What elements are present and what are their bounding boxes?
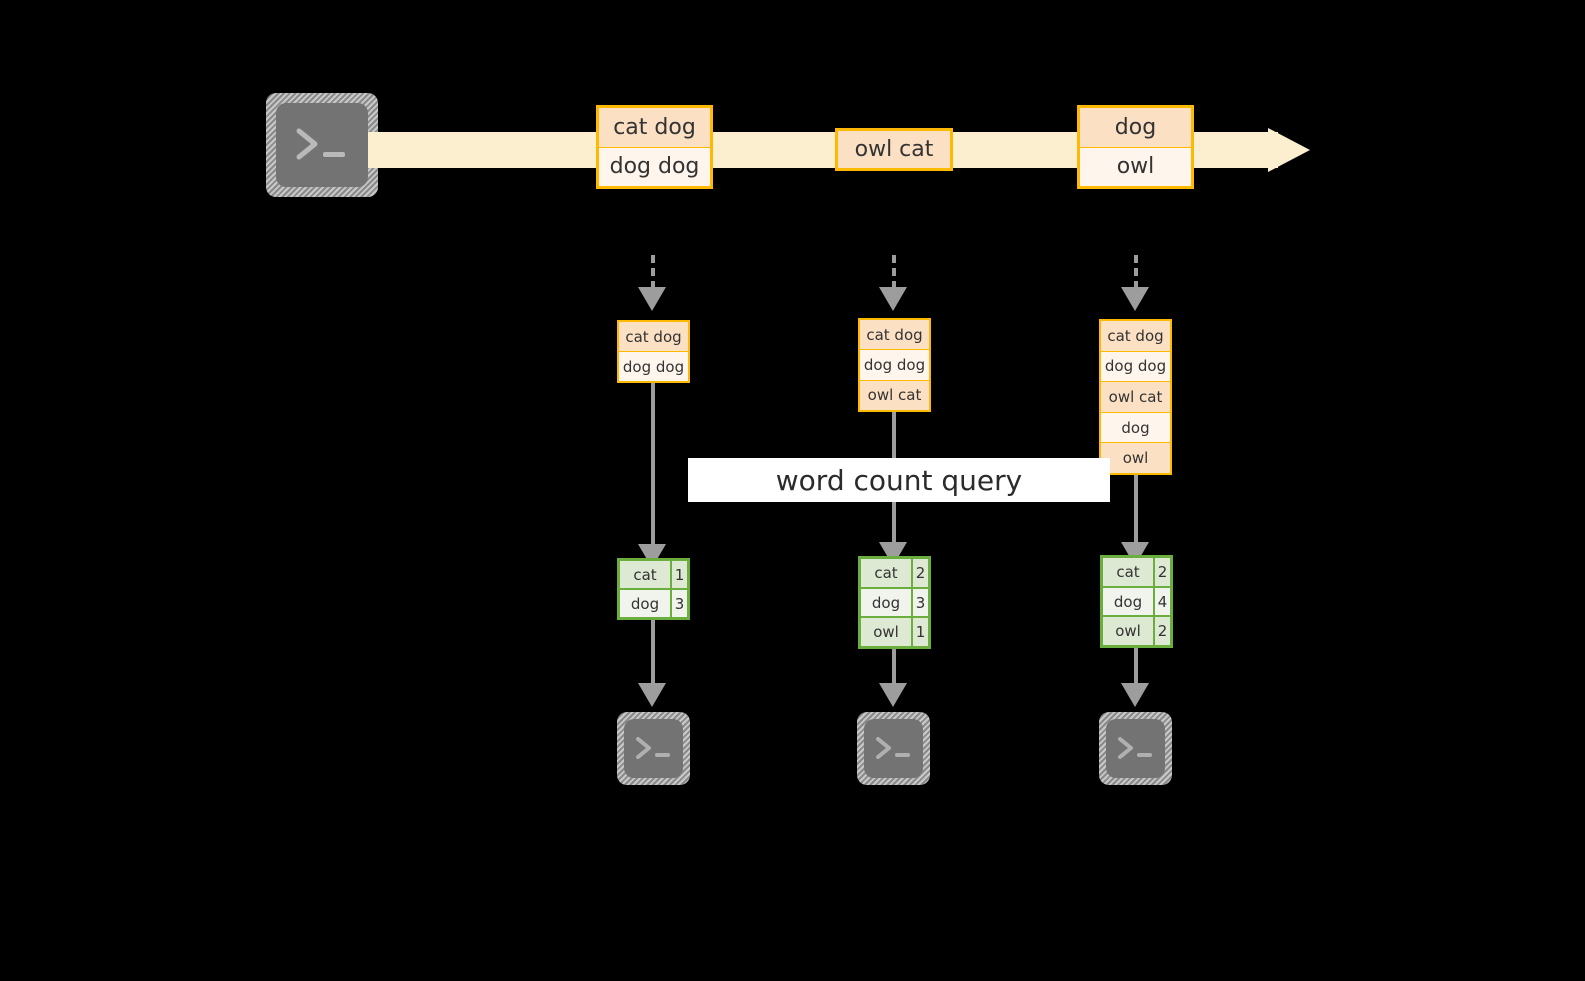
snapshot-1-input-line-1: cat dog (619, 322, 688, 352)
snapshot-2-result-count-1: 2 (915, 563, 926, 582)
table-row: cat 2 (1103, 558, 1170, 588)
terminal-prompt-icon (1117, 736, 1152, 759)
snapshot-3-sink-terminal-icon (1099, 712, 1172, 785)
snapshot-3-input-buffer[interactable]: cat dog dog dog owl cat dog owl (1099, 319, 1172, 475)
snapshot-3-result-count-3: 2 (1157, 622, 1168, 641)
snapshot-2-dashed-connector (892, 255, 896, 289)
snapshot-2-sink-arrowhead-icon (879, 683, 907, 707)
table-row: owl 2 (1103, 617, 1170, 646)
stream-band-segment-2 (708, 132, 840, 168)
snapshot-1-result-count-1: 1 (674, 565, 685, 584)
stream-arrowhead-icon (1268, 128, 1310, 172)
snapshot-2-result-count-3: 1 (915, 623, 926, 642)
snapshot-3-input-line-4: dog (1101, 412, 1170, 444)
snapshot-2-input-line-2: dog dog (860, 350, 929, 381)
snapshot-1-dashed-connector (651, 255, 655, 289)
snapshot-3-dashed-connector (1134, 255, 1138, 289)
snapshot-2-sink-terminal-icon (857, 712, 930, 785)
snapshot-2-input-line-3: owl cat (860, 380, 929, 410)
stream-event-3-line-1: dog (1080, 108, 1191, 148)
snapshot-3-result-table[interactable]: cat 2 dog 4 owl 2 (1100, 555, 1173, 648)
stream-event-2-line-1: owl cat (838, 131, 950, 168)
snapshot-2-input-buffer[interactable]: cat dog dog dog owl cat (858, 318, 931, 412)
snapshot-2-result-word-1: cat (861, 559, 913, 587)
snapshot-1-input-buffer[interactable]: cat dog dog dog (617, 320, 690, 383)
table-row: cat 2 (861, 559, 928, 589)
source-terminal-icon (266, 93, 378, 197)
snapshot-2-input-line-1: cat dog (860, 320, 929, 351)
snapshot-2-result-count-2: 3 (915, 593, 926, 612)
query-label: word count query (688, 458, 1110, 502)
stream-event-3-line-2: owl (1080, 147, 1191, 186)
snapshot-3-result-word-3: owl (1103, 617, 1155, 646)
stream-band-segment-1 (368, 132, 600, 168)
snapshot-3-result-count-1: 2 (1157, 562, 1168, 581)
snapshot-1-sink-arrowhead-icon (638, 683, 666, 707)
snapshot-3-input-line-1: cat dog (1101, 321, 1170, 352)
snapshot-3-input-line-2: dog dog (1101, 351, 1170, 383)
snapshot-3-result-count-2: 4 (1157, 592, 1168, 611)
terminal-prompt-icon (875, 736, 910, 759)
table-row: cat 1 (620, 561, 687, 590)
snapshot-1-result-word-2: dog (620, 590, 672, 617)
snapshot-2-result-word-3: owl (861, 618, 913, 647)
snapshot-2-sink-connector (892, 649, 896, 692)
stream-band-segment-3 (948, 132, 1080, 168)
stream-event-1-line-1: cat dog (599, 108, 710, 148)
snapshot-1-result-word-1: cat (620, 561, 672, 588)
table-row: owl 1 (861, 618, 928, 647)
snapshot-3-sink-arrowhead-icon (1121, 683, 1149, 707)
terminal-prompt-icon (296, 128, 345, 160)
snapshot-3-query-arrowhead-icon (1121, 542, 1149, 566)
snapshot-2-dashed-arrowhead-icon (879, 287, 907, 311)
snapshot-1-query-arrowhead-icon (638, 544, 666, 568)
snapshot-1-query-connector (651, 383, 655, 555)
snapshot-3-input-line-3: owl cat (1101, 382, 1170, 413)
snapshot-3-result-word-2: dog (1103, 587, 1155, 616)
snapshot-3-dashed-arrowhead-icon (1121, 287, 1149, 311)
stream-event-1[interactable]: cat dog dog dog (596, 105, 713, 189)
table-row: dog 3 (620, 590, 687, 617)
terminal-prompt-icon (635, 736, 670, 759)
snapshot-1-sink-terminal-icon (617, 712, 690, 785)
snapshot-1-sink-connector (651, 620, 655, 692)
terminal-body (864, 719, 923, 778)
snapshot-3-sink-connector (1134, 648, 1138, 692)
stream-event-3[interactable]: dog owl (1077, 105, 1194, 189)
snapshot-1-dashed-arrowhead-icon (638, 287, 666, 311)
table-row: dog 4 (1103, 587, 1170, 618)
snapshot-1-result-table[interactable]: cat 1 dog 3 (617, 558, 690, 620)
snapshot-1-result-count-2: 3 (674, 594, 685, 613)
snapshot-3-input-line-5: owl (1101, 443, 1170, 473)
terminal-body (1106, 719, 1165, 778)
snapshot-3-result-word-1: cat (1103, 558, 1155, 586)
snapshot-2-result-table[interactable]: cat 2 dog 3 owl 1 (858, 556, 931, 649)
terminal-body (276, 103, 368, 187)
snapshot-2-query-arrowhead-icon (879, 542, 907, 566)
table-row: dog 3 (861, 588, 928, 619)
snapshot-3-query-connector (1134, 475, 1138, 553)
snapshot-2-result-word-2: dog (861, 588, 913, 617)
stream-event-2[interactable]: owl cat (835, 128, 953, 171)
stream-band-segment-4 (1190, 132, 1278, 168)
terminal-body (624, 719, 683, 778)
snapshot-1-input-line-2: dog dog (619, 352, 688, 381)
stream-event-1-line-2: dog dog (599, 147, 710, 186)
